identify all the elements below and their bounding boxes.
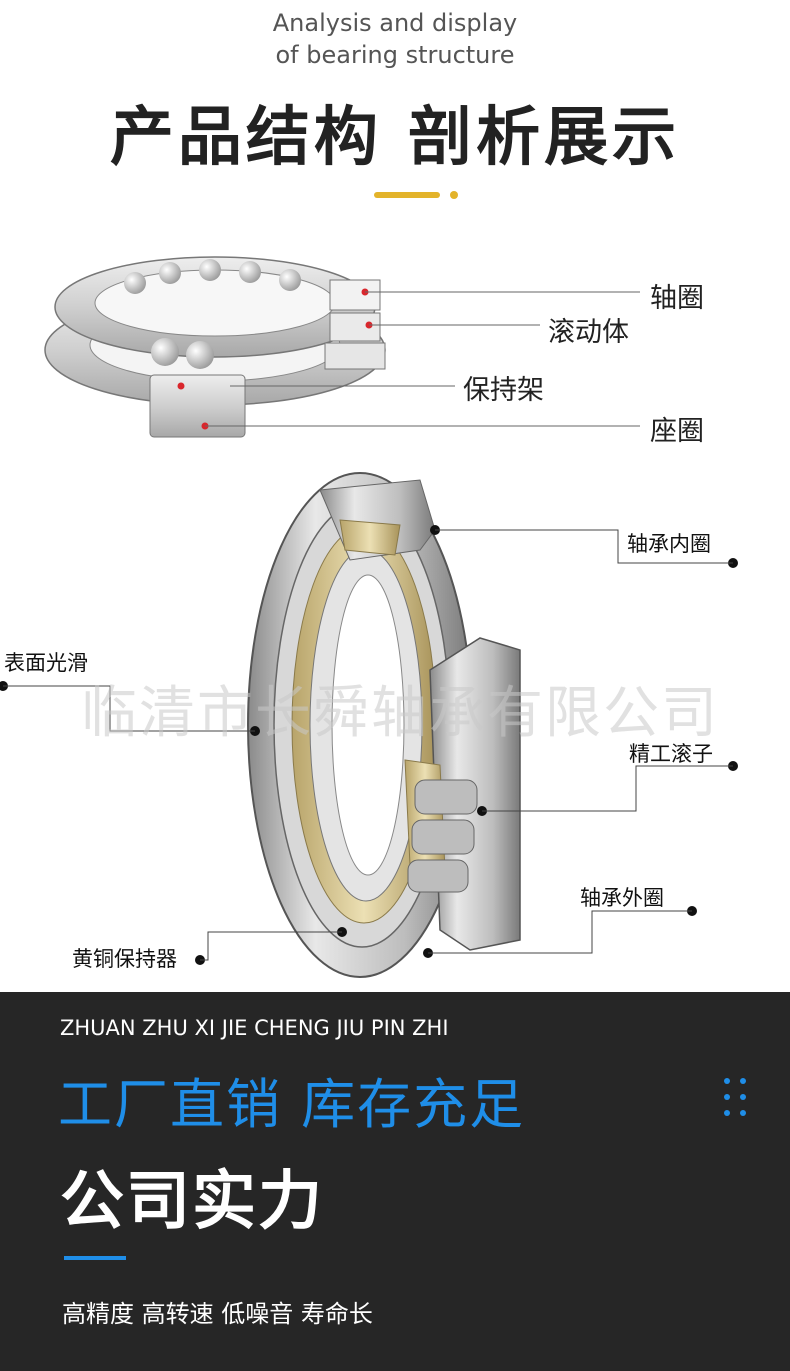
english-title-line2: of bearing structure [275,41,515,69]
label-housing-washer: 座圈 [650,416,704,447]
label-inner-ring: 轴承内圈 [627,532,711,556]
company-strength-section [0,992,790,1371]
section-divider [64,1256,126,1260]
company-watermark: 临清市长舜轴承有限公司 [81,681,719,746]
label-brass-cage: 黄铜保持器 [72,947,177,971]
label-rolling-element: 滚动体 [548,317,629,348]
company-strength-heading: 公司实力 [60,1165,324,1239]
thrust-bearing-diagram [44,256,640,438]
page-title: 产品结构 剖析展示 [109,101,681,175]
label-cage: 保持架 [463,375,544,406]
label-shaft-washer: 轴圈 [650,283,704,314]
roller-bearing-diagram [0,472,738,978]
english-title-line1: Analysis and display [272,9,518,37]
factory-slogan: 工厂直销 库存充足 [58,1073,526,1136]
dots-grid-icon [718,1076,754,1124]
pinyin-subtitle: ZHUAN ZHU XI JIE CHENG JIU PIN ZHI [60,1016,449,1040]
title-divider-icon [374,191,458,199]
label-smooth-surface: 表面光滑 [4,651,88,675]
label-precision-roller: 精工滚子 [629,742,713,766]
label-outer-ring: 轴承外圈 [580,886,664,910]
feature-list: 高精度 高转速 低噪音 寿命长 [62,1300,373,1328]
